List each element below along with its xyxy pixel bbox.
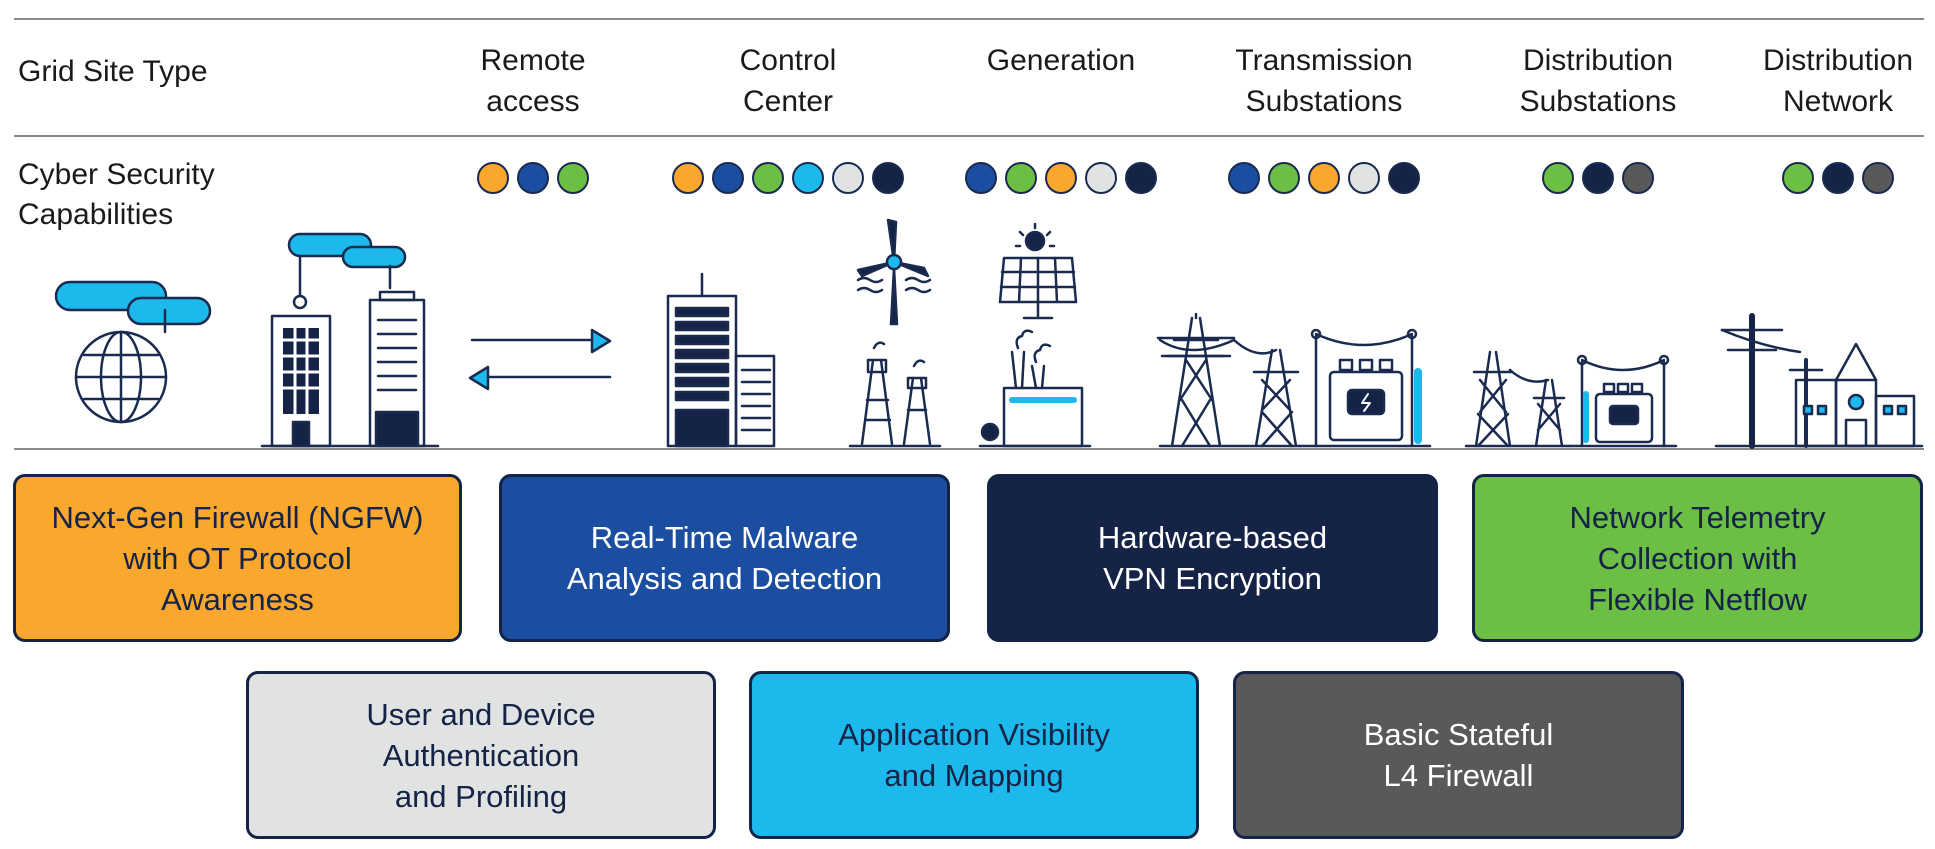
globe-icon — [74, 308, 168, 424]
transmission-tower-icon — [1464, 350, 1572, 448]
dots-generation — [965, 162, 1157, 194]
capability-dot-blue — [517, 162, 549, 194]
capability-dot-green — [752, 162, 784, 194]
col-distribution-substations: Distribution Substations — [1519, 44, 1677, 118]
transformer-icon — [1568, 354, 1678, 448]
dots-control-center — [672, 162, 904, 194]
office-building-icon — [260, 254, 440, 448]
double-arrow-icon — [468, 328, 612, 391]
capability-authentication: User and Device Authentication and Profi… — [246, 671, 716, 839]
col-control-center: Control Center — [739, 44, 837, 118]
capability-dot-orange — [1308, 162, 1340, 194]
capability-dot-navy — [1582, 162, 1614, 194]
power-plant-icon — [978, 329, 1092, 448]
dots-remote-access — [477, 162, 589, 194]
capability-dot-navy — [1388, 162, 1420, 194]
cloud-icon — [54, 280, 212, 326]
capability-dot-darkgray — [1862, 162, 1894, 194]
col-transmission-substations: Transmission Substations — [1235, 44, 1413, 118]
capability-dot-orange — [477, 162, 509, 194]
wind-turbine-icon — [856, 218, 932, 326]
solar-panel-icon — [998, 222, 1078, 320]
capability-dot-gray — [1085, 162, 1117, 194]
dots-transmission-substations — [1228, 162, 1420, 194]
capability-dot-blue — [712, 162, 744, 194]
capability-dot-navy — [872, 162, 904, 194]
cloud-icon — [287, 232, 407, 269]
utility-pole-icon — [1720, 313, 1824, 449]
col-distribution-network: Distribution Network — [1762, 44, 1914, 118]
header-rule — [14, 135, 1924, 137]
capability-malware-detection: Real-Time Malware Analysis and Detection — [499, 474, 950, 642]
capability-dot-green — [1005, 162, 1037, 194]
control-center-building-icon — [666, 272, 776, 448]
cyber-security-label: Cyber Security Capabilities — [18, 158, 215, 231]
baseline-rule — [14, 448, 1924, 450]
capability-ngfw: Next-Gen Firewall (NGFW) with OT Protoco… — [13, 474, 462, 642]
top-rule — [14, 18, 1924, 20]
oil-rig-icon — [848, 341, 942, 448]
capability-vpn-encryption: Hardware-based VPN Encryption — [987, 474, 1438, 642]
col-generation: Generation — [986, 44, 1136, 77]
capability-dot-gray — [832, 162, 864, 194]
capability-dot-darkgray — [1622, 162, 1654, 194]
capability-dot-green — [1782, 162, 1814, 194]
dots-distribution-substations — [1542, 162, 1654, 194]
capability-dot-blue — [965, 162, 997, 194]
capability-dot-navy — [1822, 162, 1854, 194]
house-icon — [1714, 342, 1924, 448]
capability-dot-green — [1268, 162, 1300, 194]
grid-site-type-label: Grid Site Type — [18, 55, 208, 88]
capability-network-telemetry: Network Telemetry Collection with Flexib… — [1472, 474, 1923, 642]
capability-dot-orange — [672, 162, 704, 194]
transmission-tower-icon — [1156, 312, 1302, 448]
col-remote-access: Remote access — [480, 44, 586, 118]
capability-app-visibility: Application Visibility and Mapping — [749, 671, 1199, 839]
capability-dot-green — [1542, 162, 1574, 194]
transformer-icon — [1298, 328, 1432, 448]
capability-dot-orange — [1045, 162, 1077, 194]
capability-dot-gray — [1348, 162, 1380, 194]
capability-stateful-firewall: Basic Stateful L4 Firewall — [1233, 671, 1684, 839]
capability-dot-cyan — [792, 162, 824, 194]
capability-dot-blue — [1228, 162, 1260, 194]
dots-distribution-network — [1782, 162, 1894, 194]
capability-dot-green — [557, 162, 589, 194]
capability-dot-navy — [1125, 162, 1157, 194]
